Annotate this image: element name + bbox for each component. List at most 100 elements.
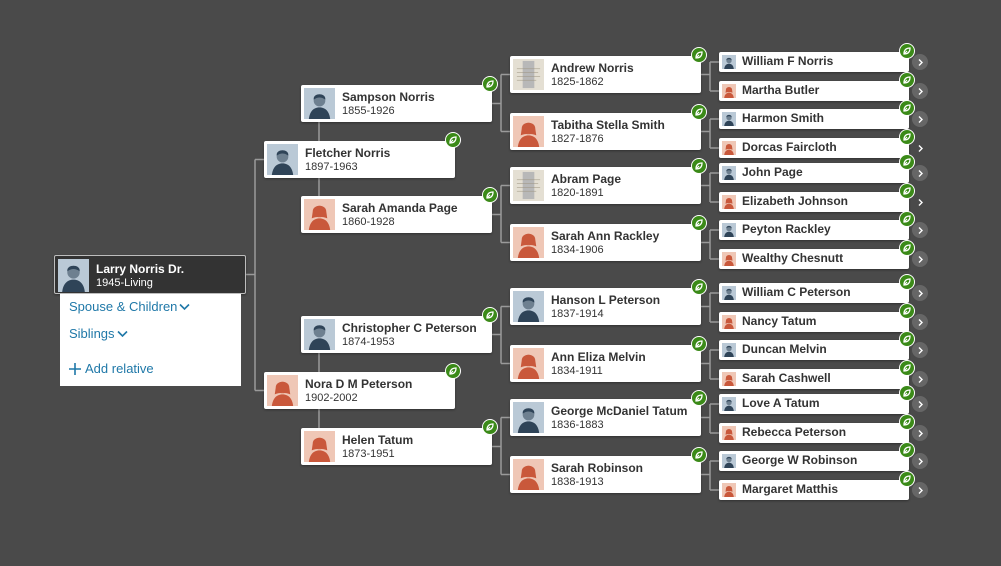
person-card[interactable]: George W Robinson [719, 451, 909, 471]
leaf-hint-icon[interactable] [445, 132, 461, 148]
add-relative-button[interactable]: Add relative [68, 361, 154, 376]
leaf-hint-icon[interactable] [899, 240, 915, 256]
person-name: George W Robinson [742, 453, 858, 467]
person-name: Wealthy Chesnutt [742, 251, 844, 265]
person-name: Nora D M Peterson [305, 377, 413, 391]
leaf-hint-icon[interactable] [899, 274, 915, 290]
leaf-hint-icon[interactable] [691, 104, 707, 120]
person-name: Abram Page [551, 172, 622, 186]
chevron-down-icon [179, 303, 190, 311]
chevron-right-icon[interactable] [912, 140, 928, 156]
leaf-hint-icon[interactable] [482, 419, 498, 435]
leaf-hint-icon[interactable] [691, 215, 707, 231]
chevron-right-icon[interactable] [912, 83, 928, 99]
person-lifespan: 1834-1911 [551, 365, 603, 377]
person-lifespan: 1860-1928 [342, 216, 395, 228]
spouse-children-dropdown[interactable]: Spouse & Children [69, 299, 190, 314]
leaf-hint-icon[interactable] [899, 211, 915, 227]
person-card[interactable]: Duncan Melvin [719, 340, 909, 360]
person-lifespan: 1837-1914 [551, 308, 604, 320]
home-person-card[interactable]: Larry Norris Dr.1945-Living [54, 255, 246, 294]
leaf-hint-icon[interactable] [899, 154, 915, 170]
leaf-hint-icon[interactable] [691, 47, 707, 63]
chevron-right-icon[interactable] [912, 111, 928, 127]
chevron-right-icon[interactable] [912, 285, 928, 301]
female-avatar-icon [722, 141, 736, 155]
chevron-right-icon[interactable] [912, 371, 928, 387]
leaf-hint-icon[interactable] [691, 279, 707, 295]
leaf-hint-icon[interactable] [899, 303, 915, 319]
leaf-hint-icon[interactable] [899, 331, 915, 347]
leaf-hint-icon[interactable] [691, 390, 707, 406]
person-card[interactable]: Peyton Rackley [719, 220, 909, 240]
leaf-hint-icon[interactable] [691, 158, 707, 174]
leaf-hint-icon[interactable] [899, 183, 915, 199]
chevron-right-icon[interactable] [912, 222, 928, 238]
chevron-right-icon[interactable] [912, 54, 928, 70]
leaf-hint-icon[interactable] [899, 100, 915, 116]
leaf-hint-icon[interactable] [691, 336, 707, 352]
person-card[interactable]: Harmon Smith [719, 109, 909, 129]
person-card[interactable]: Dorcas Faircloth [719, 138, 909, 158]
leaf-hint-icon[interactable] [899, 72, 915, 88]
leaf-hint-icon[interactable] [445, 363, 461, 379]
female-avatar-icon [267, 375, 298, 406]
chevron-right-icon[interactable] [912, 314, 928, 330]
chevron-right-icon[interactable] [912, 165, 928, 181]
male-avatar-icon [722, 286, 736, 300]
person-card[interactable]: Elizabeth Johnson [719, 192, 909, 212]
person-card[interactable]: Rebecca Peterson [719, 423, 909, 443]
leaf-hint-icon[interactable] [691, 447, 707, 463]
female-avatar-icon [722, 84, 736, 98]
person-card[interactable]: Martha Butler [719, 81, 909, 101]
leaf-hint-icon[interactable] [899, 442, 915, 458]
leaf-hint-icon[interactable] [899, 414, 915, 430]
person-card[interactable]: Margaret Matthis [719, 480, 909, 500]
leaf-hint-icon[interactable] [899, 385, 915, 401]
person-name: Elizabeth Johnson [742, 194, 849, 208]
chevron-right-icon[interactable] [912, 482, 928, 498]
leaf-hint-icon[interactable] [482, 187, 498, 203]
person-card[interactable]: Nancy Tatum [719, 312, 909, 332]
siblings-dropdown[interactable]: Siblings [69, 326, 128, 341]
female-avatar-icon [722, 372, 736, 386]
chevron-right-icon[interactable] [912, 396, 928, 412]
person-name: Peyton Rackley [742, 222, 831, 236]
chevron-right-icon[interactable] [912, 251, 928, 267]
male-avatar-icon [304, 319, 335, 350]
person-card[interactable]: Sarah Cashwell [719, 369, 909, 389]
person-card[interactable]: William F Norris [719, 52, 909, 72]
person-card[interactable]: John Page [719, 163, 909, 183]
male-avatar-icon [722, 112, 736, 126]
chevron-right-icon[interactable] [912, 194, 928, 210]
person-name: Nancy Tatum [742, 314, 817, 328]
person-card[interactable]: Wealthy Chesnutt [719, 249, 909, 269]
leaf-hint-icon[interactable] [482, 307, 498, 323]
leaf-hint-icon[interactable] [899, 471, 915, 487]
leaf-hint-icon[interactable] [899, 129, 915, 145]
person-lifespan: 1902-2002 [305, 392, 358, 404]
leaf-hint-icon[interactable] [899, 43, 915, 59]
person-card[interactable]: William C Peterson [719, 283, 909, 303]
chevron-right-icon[interactable] [912, 342, 928, 358]
chevron-right-icon[interactable] [912, 453, 928, 469]
chevron-right-icon[interactable] [912, 425, 928, 441]
leaf-hint-icon[interactable] [482, 76, 498, 92]
male-avatar-icon [722, 55, 736, 69]
leaf-hint-icon[interactable] [899, 360, 915, 376]
person-card[interactable]: Love A Tatum [719, 394, 909, 414]
